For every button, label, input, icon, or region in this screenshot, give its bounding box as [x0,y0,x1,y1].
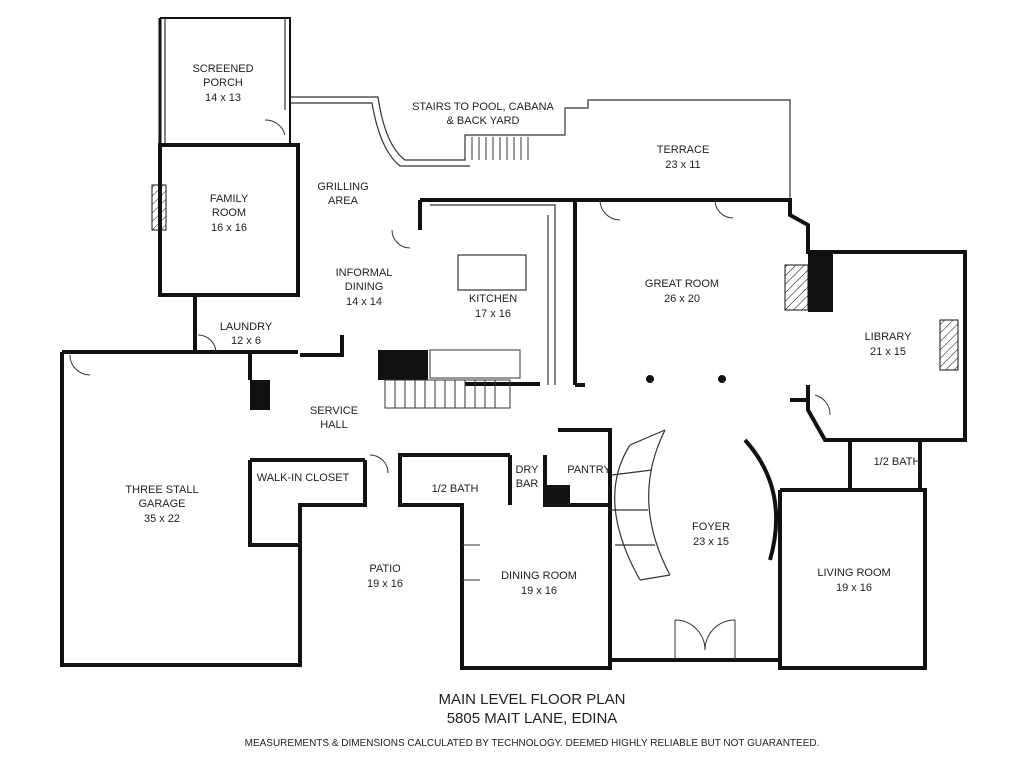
great-room-label: GREAT ROOM [645,278,719,290]
fireplace-family-room [151,184,167,231]
living-room-label: LIVING ROOM [817,567,890,579]
great-room-size: 26 x 20 [664,293,700,305]
kitchen-island [457,254,527,291]
stairs-icon [464,137,529,160]
laundry-label: LAUNDRY [220,321,273,333]
patio-label: PATIO [369,563,401,575]
pantry-label: PANTRY [567,464,611,476]
informal-dining-label-2: DINING [345,281,384,293]
foyer-label: FOYER [692,521,730,533]
living-room-size: 19 x 16 [836,582,872,594]
curved-stairs [608,429,671,581]
garage-size: 35 x 22 [144,513,180,525]
column-block [545,485,570,505]
grilling-area-label-2: AREA [328,195,359,207]
garage-label: THREE STALL [125,484,198,496]
screened-porch-label: SCREENED [192,63,253,75]
plan-title: MAIN LEVEL FLOOR PLAN [438,691,625,708]
chimney-block [378,350,428,380]
terrace-size: 23 x 11 [665,159,700,171]
doors [69,119,831,660]
fireplace-block [808,252,833,312]
screened-porch-size: 14 x 13 [205,92,241,104]
disclaimer: MEASUREMENTS & DIMENSIONS CALCULATED BY … [245,738,820,749]
kitchen-label: KITCHEN [469,293,517,305]
screened-porch-label-2: PORCH [203,77,243,89]
dry-bar-label-2: BAR [516,478,539,490]
stairs-label: STAIRS TO POOL, CABANA [412,101,554,113]
patio-size: 19 x 16 [367,578,403,590]
grilling-area-label: GRILLING [317,181,368,193]
terrace-label: TERRACE [657,144,710,156]
dry-bar-label: DRY [515,464,539,476]
foyer-size: 23 x 15 [693,536,729,548]
laundry-size: 12 x 6 [231,335,261,347]
family-room-label-2: ROOM [212,207,246,219]
foyer-curved-wall [743,438,779,561]
fireplace-library [939,319,959,371]
informal-dining-size: 14 x 14 [346,296,382,308]
informal-dining-label: INFORMAL [336,267,393,279]
family-room-size: 16 x 16 [211,222,247,234]
fireplace-great-room [784,264,809,311]
walk-in-closet-label: WALK-IN CLOSET [257,472,350,484]
terrace-outline [290,96,791,200]
plan-address: 5805 MAIT LANE, EDINA [447,710,618,727]
service-hall-label-2: HALL [320,419,348,431]
library-label: LIBRARY [865,331,913,343]
service-hall-label: SERVICE [310,405,358,417]
half-bath-label: 1/2 BATH [432,483,479,495]
stairs-label-2: & BACK YARD [447,115,520,127]
walls [60,143,967,670]
kitchen-size: 17 x 16 [475,308,511,320]
dining-room-label: DINING ROOM [501,570,577,582]
main-stairs [384,349,521,409]
half-bath-2-label: 1/2 BATH [874,456,921,468]
family-room-label: FAMILY [210,193,249,205]
dining-room-size: 19 x 16 [521,585,557,597]
garage-label-2: GARAGE [138,498,185,510]
column [718,375,726,383]
wall-block [250,380,270,410]
library-size: 21 x 15 [870,346,906,358]
screened-porch [158,17,291,145]
column [646,375,654,383]
